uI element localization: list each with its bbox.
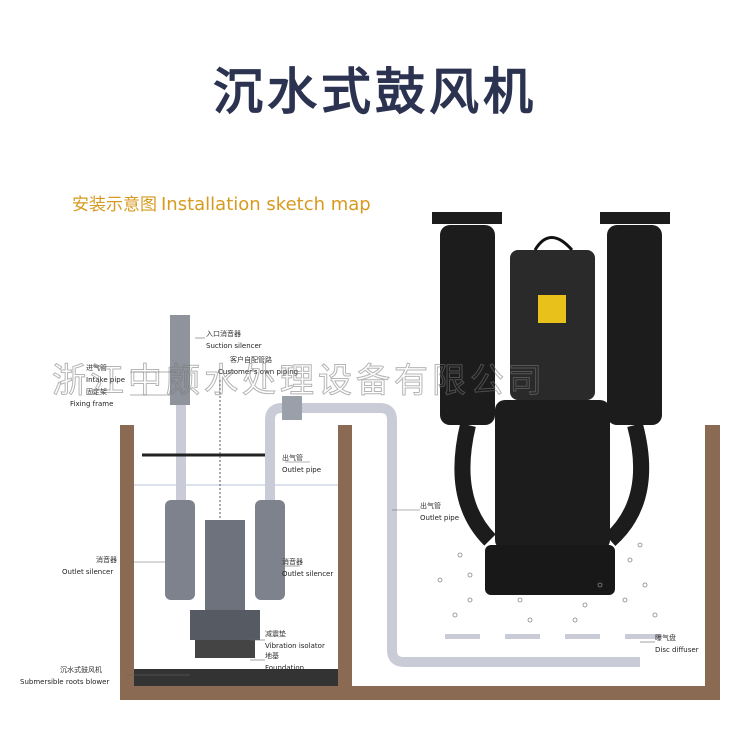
label-customer-en: Customer's own piping [218,368,298,376]
blower-machine [432,212,670,595]
diffuser-4 [625,634,660,639]
check-valve [282,396,302,420]
right-flange [600,212,670,224]
label-outlet-pipe1-en: Outlet pipe [282,466,321,474]
motor [510,250,595,400]
left-silencer-tank [440,225,495,425]
label-outlet-sil-right-en: Outlet silencer [282,570,333,578]
label-suction-en: Suction silencer [206,342,262,350]
motor-plate [538,295,566,323]
label-blower-cn: 沉水式鼓风机 [60,665,102,674]
watermark-text: 浙江中颇水处理设备有限公司 [52,361,546,401]
label-suction-cn: 入口消音器 [206,329,241,338]
page-title: 沉水式鼓风机 [213,63,537,121]
label-intake-cn: 进气管 [86,363,107,372]
pump-base [485,545,615,595]
label-fixing-cn: 固定架 [86,387,107,396]
label-blower-en: Submersible roots blower [20,678,109,686]
label-foundation-en: Foundation [265,664,304,672]
diffuser-2 [505,634,540,639]
label-outlet-pipe2-cn: 出气管 [420,501,441,510]
leader-lines [125,337,655,676]
blower-body [190,610,260,640]
label-foundation-cn: 地基 [265,651,279,660]
subtitle-en: Installation sketch map [161,194,371,215]
left-outlet-elbow [454,423,496,546]
handle [533,236,574,252]
label-intake-en: Intake pipe [86,376,125,384]
label-disc-cn: 曝气盘 [655,633,676,642]
left-flange [432,212,502,224]
disc-diffusers [437,542,660,639]
label-fixing-en: Fixing frame [70,400,113,408]
subtitle-cn: 安装示意图 [72,195,157,215]
diffuser-1 [445,634,480,639]
label-vibration-cn: 减震垫 [265,629,286,638]
label-outlet-sil-left-cn: 消音器 [96,555,117,564]
tank [120,425,720,700]
diffuser-3 [565,634,600,639]
label-vibration-en: Vibration isolator [265,642,325,650]
suction-silencer [170,315,190,405]
roots-body [495,400,610,550]
outlet-silencer-left [165,500,195,600]
label-outlet-sil-left-en: Outlet silencer [62,568,113,576]
foundation-block [134,669,338,686]
vibration-isolator [195,640,255,658]
left-schematic [142,315,640,667]
submersible-blower [205,520,245,615]
right-silencer-tank [607,225,662,425]
outlet-silencer-right [255,500,285,600]
air-bubbles [437,542,658,623]
label-outlet-pipe1-cn: 出气管 [282,453,303,462]
label-outlet-sil-right-cn: 消音器 [282,557,303,566]
outlet-pipe [265,403,640,667]
label-customer-cn: 客户自配管路 [230,355,272,364]
label-outlet-pipe2-en: Outlet pipe [420,514,459,522]
right-outlet-elbow [604,422,650,546]
label-disc-en: Disc diffuser [655,646,699,654]
